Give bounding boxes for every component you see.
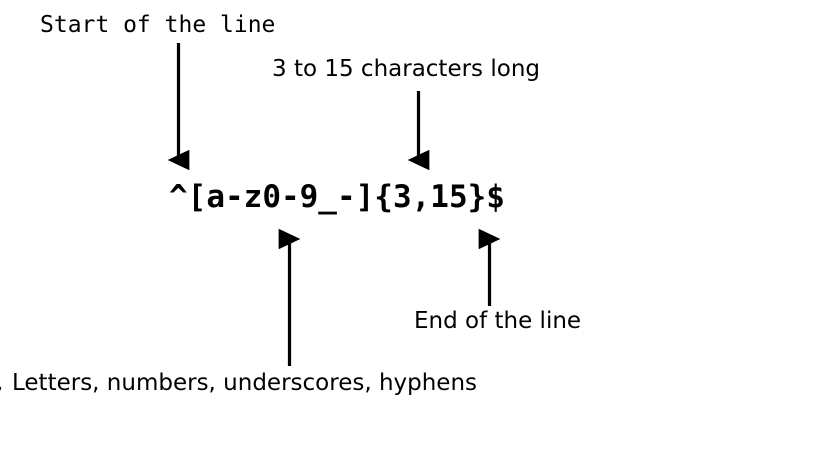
annotation-label-start-of-line: Start of the line	[40, 12, 276, 38]
regex-pattern-text: ^[a-z0-9_-]{3,15}$	[169, 179, 505, 215]
clipped-glyph: ,	[0, 372, 3, 395]
annotation-label-character-class: Letters, numbers, underscores, hyphens	[12, 370, 478, 396]
annotation-label-end-of-line: End of the line	[414, 308, 582, 334]
annotation-label-length-quantifier: 3 to 15 characters long	[272, 56, 540, 82]
